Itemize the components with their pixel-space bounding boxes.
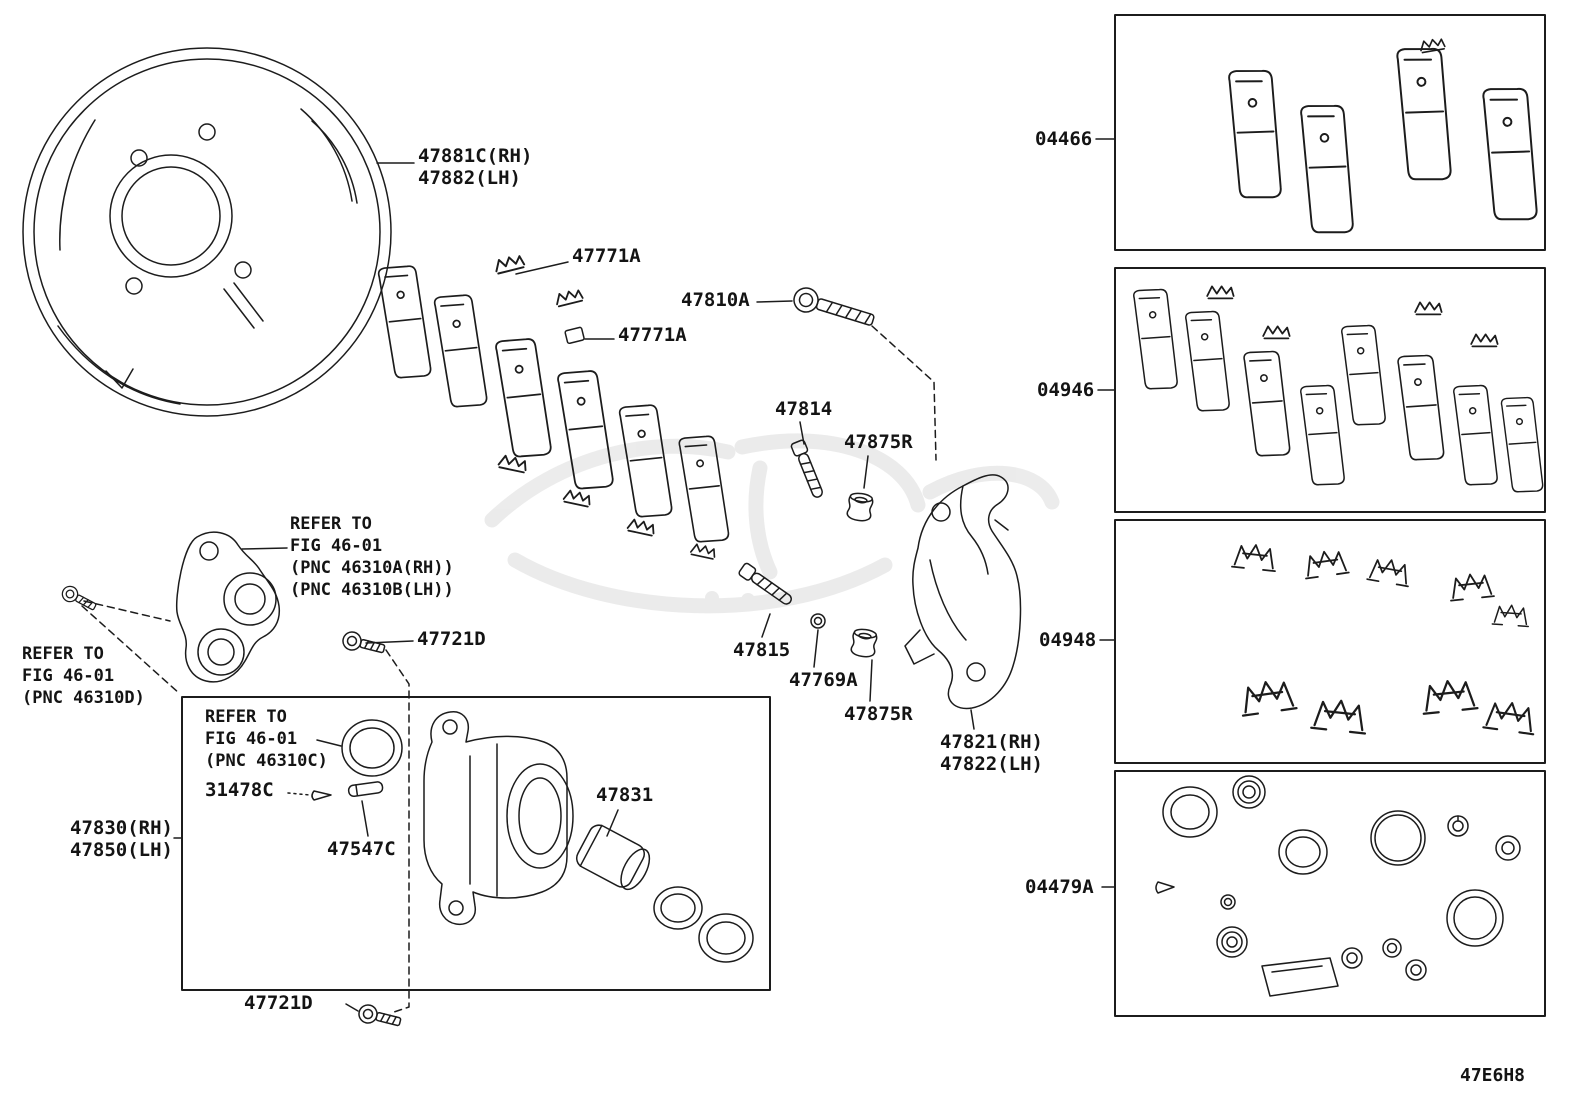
caliper-assembly-box (181, 696, 771, 991)
washer-drawing (810, 613, 826, 629)
callout-union-bolt-bottom: 47721D (244, 992, 313, 1014)
refer-note-c-line3: (PNC 46310C) (205, 751, 328, 771)
callout-caliper-mount-bolt: 47810A (681, 289, 750, 311)
kit-04946-drawing (1131, 285, 1547, 496)
bushing-upper-drawing (845, 491, 875, 523)
kit-label-04948: 04948 (1039, 629, 1097, 651)
refer-note-c-line1: REFER TO (205, 707, 287, 727)
union-bolt-mid-drawing (340, 629, 387, 659)
refer-note-d-line1: REFER TO (22, 644, 104, 664)
assembly-dashed-lines (81, 325, 937, 1014)
refer-note-a-line3: (PNC 46310A(RH)) (290, 558, 454, 578)
caliper-assembly-drawing (311, 711, 754, 963)
callout-pin-boot: 47547C (327, 838, 396, 860)
mount-bracket-drawing (904, 474, 1022, 710)
callout-pad-fitting-upper: 47771A (572, 245, 641, 267)
refer-note-d-line2: FIG 46-01 (22, 666, 115, 686)
callout-pin-bushing-lower: 47875R (844, 703, 913, 725)
kit-04466-drawing (1226, 36, 1542, 237)
callout-piston: 47831 (596, 784, 654, 806)
callout-caliper-assy-lh: 47850(LH) (70, 839, 173, 861)
kit-label-04946: 04946 (1037, 379, 1095, 401)
callout-backing-plate-rh: 47881C(RH) (418, 145, 533, 167)
refer-note-d-line3: (PNC 46310D) (22, 688, 145, 708)
callout-mount-bracket-rh: 47821(RH) (940, 731, 1043, 753)
callout-backing-plate-lh: 47882(LH) (418, 167, 521, 189)
kit-panel-04479A (1114, 770, 1546, 1017)
callout-mount-bracket-lh: 47822(LH) (940, 753, 1043, 775)
union-bolt-bottom-drawing (356, 1002, 403, 1032)
kit-panel-04946 (1114, 267, 1546, 513)
kit-panel-04948 (1114, 519, 1546, 764)
callout-pin-bushing-upper: 47875R (844, 431, 913, 453)
callout-pin-washer: 47769A (789, 669, 858, 691)
callout-slide-pin-upper: 47814 (775, 398, 833, 420)
piston-drawing (575, 824, 651, 891)
refer-note-a-line1: REFER TO (290, 514, 372, 534)
refer-note-c-line2: FIG 46-01 (205, 729, 298, 749)
drawing-code: 47E6H8 (1460, 1065, 1526, 1086)
caliper-bolt-drawing (790, 284, 878, 333)
knuckle-drawing (175, 531, 281, 683)
refer-note-a-line2: FIG 46-01 (290, 536, 383, 556)
knuckle-bolt-drawing (59, 583, 99, 615)
callout-union-bolt-mid: 47721D (417, 628, 486, 650)
backing-plate-drawing (22, 47, 392, 417)
callout-slide-pin-lower: 47815 (733, 639, 791, 661)
kit-label-04479A: 04479A (1025, 876, 1094, 898)
kit-04948-drawing (1231, 541, 1539, 736)
kit-label-04466: 04466 (1035, 128, 1093, 150)
callout-bleeder-plug: 31478C (205, 779, 274, 801)
callout-caliper-assy-rh: 47830(RH) (70, 817, 173, 839)
bushing-lower-drawing (849, 627, 879, 659)
kit-04479A-drawing (1155, 775, 1521, 997)
watermark (484, 433, 1060, 614)
brake-pads-drawing (375, 253, 733, 560)
leader-lines (173, 138, 1116, 1012)
kit-panel-04466 (1114, 14, 1546, 251)
refer-note-a-line4: (PNC 46310B(LH)) (290, 580, 454, 600)
kit-panels (1114, 14, 1546, 1017)
callout-pad-fitting-lower: 47771A (618, 324, 687, 346)
